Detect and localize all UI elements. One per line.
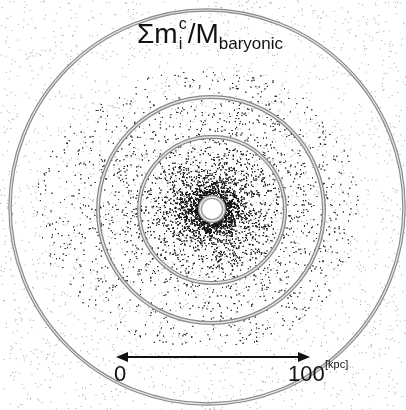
scale-tick-label: 0 (114, 363, 126, 385)
core-ring (200, 197, 224, 221)
scale-line (122, 356, 304, 358)
inner-ring-highlight (139, 137, 285, 283)
outer-ring-highlight (10, 10, 404, 404)
core-ring-highlight (200, 197, 224, 221)
arrow-head (116, 352, 128, 362)
title-subscript: i (179, 36, 183, 52)
inner-ring (139, 137, 285, 283)
title-symbol: /M (188, 20, 219, 48)
scale-bar (116, 352, 310, 362)
title-superscript: c (179, 16, 187, 32)
unit-label: [kpc] (325, 359, 348, 370)
outer-ring (10, 10, 404, 404)
radius-rings (10, 10, 404, 404)
middle-ring (98, 97, 324, 323)
title-symbol: Σm (137, 20, 178, 48)
title-subscript: baryonic (219, 35, 283, 52)
middle-ring-highlight (98, 97, 324, 323)
arrow-head (298, 352, 310, 362)
scale-tick-label: 100 (288, 363, 325, 385)
